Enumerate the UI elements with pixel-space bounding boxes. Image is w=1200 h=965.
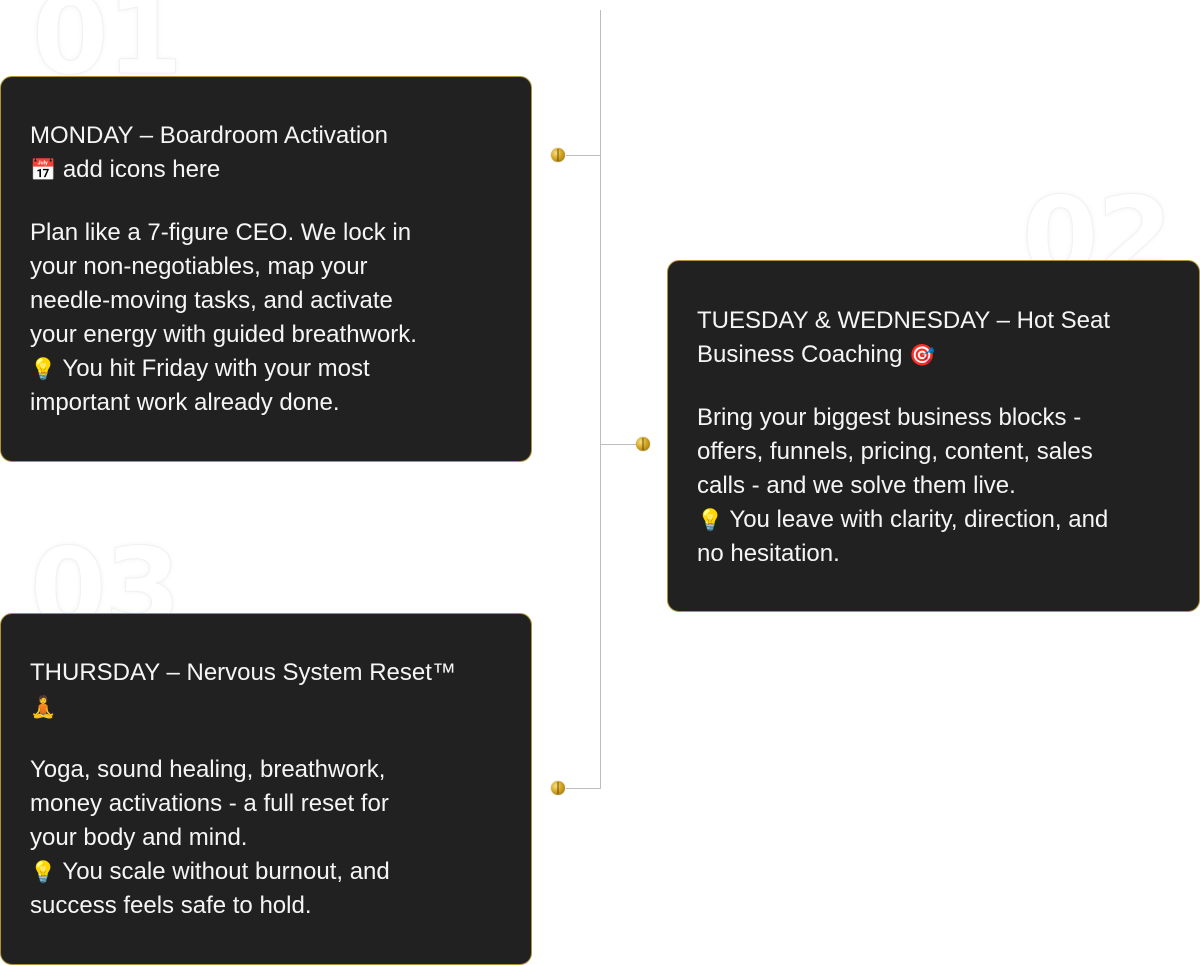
- card-body: Yoga, sound healing, breathwork, money a…: [30, 753, 505, 923]
- card-body-line: your body and mind.: [30, 824, 248, 851]
- lightbulb-icon: 💡: [30, 357, 57, 381]
- card-outcome-line: You leave with clarity, direction, and: [729, 506, 1109, 533]
- timeline-connector-tuesday: [601, 444, 637, 445]
- card-body-line: needle-moving tasks, and activate: [30, 287, 393, 314]
- card-monday: MONDAY – Boardroom Activation 📅 add icon…: [0, 76, 532, 462]
- calendar-icon: 📅: [30, 158, 57, 182]
- card-title: TUESDAY & WEDNESDAY – Hot Seat Business …: [697, 304, 1173, 372]
- card-body-line: money activations - a full reset for: [30, 790, 389, 817]
- card-body-line: your energy with guided breathwork.: [30, 321, 417, 348]
- card-title-line1: THURSDAY – Nervous System Reset™: [30, 659, 456, 686]
- lightbulb-icon: 💡: [697, 508, 724, 532]
- card-tuesday-wednesday: TUESDAY & WEDNESDAY – Hot Seat Business …: [667, 260, 1200, 612]
- card-body: Plan like a 7-figure CEO. We lock in you…: [30, 216, 505, 420]
- card-outcome-line: You hit Friday with your most: [62, 355, 370, 382]
- card-body-line: Plan like a 7-figure CEO. We lock in: [30, 219, 412, 246]
- card-body-line: Bring your biggest business blocks -: [697, 404, 1082, 431]
- card-body-line: Yoga, sound healing, breathwork,: [30, 756, 386, 783]
- timeline-dot-tuesday: [636, 437, 650, 451]
- card-body-line: calls - and we solve them live.: [697, 472, 1016, 499]
- card-outcome-line: You scale without burnout, and: [62, 858, 390, 885]
- lightbulb-icon: 💡: [30, 860, 57, 884]
- timeline-connector-monday: [566, 155, 601, 156]
- background-number-01: 01: [31, 0, 183, 99]
- card-title: THURSDAY – Nervous System Reset™ 🧘: [30, 656, 505, 724]
- card-title-line1: TUESDAY & WEDNESDAY – Hot Seat: [697, 307, 1111, 334]
- card-body-line: your non-negotiables, map your: [30, 253, 368, 280]
- card-title-line1: MONDAY – Boardroom Activation: [30, 122, 388, 149]
- target-icon: 🎯: [909, 343, 936, 367]
- card-body: Bring your biggest business blocks - off…: [697, 401, 1173, 571]
- card-title-line2: Business Coaching: [697, 341, 903, 368]
- timeline-dot-thursday: [551, 781, 565, 795]
- meditation-icon: 🧘: [30, 695, 57, 719]
- card-outcome-line: success feels safe to hold.: [30, 892, 312, 919]
- timeline-connector-thursday: [566, 788, 601, 789]
- timeline-dot-monday: [551, 148, 565, 162]
- card-body-line: offers, funnels, pricing, content, sales: [697, 438, 1093, 465]
- card-outcome-line: no hesitation.: [697, 540, 840, 567]
- card-title-line2: add icons here: [62, 156, 221, 183]
- card-thursday: THURSDAY – Nervous System Reset™ 🧘 Yoga,…: [0, 613, 532, 965]
- card-title: MONDAY – Boardroom Activation 📅 add icon…: [30, 119, 505, 187]
- timeline-spine: [600, 10, 601, 789]
- card-outcome-line: important work already done.: [30, 389, 340, 416]
